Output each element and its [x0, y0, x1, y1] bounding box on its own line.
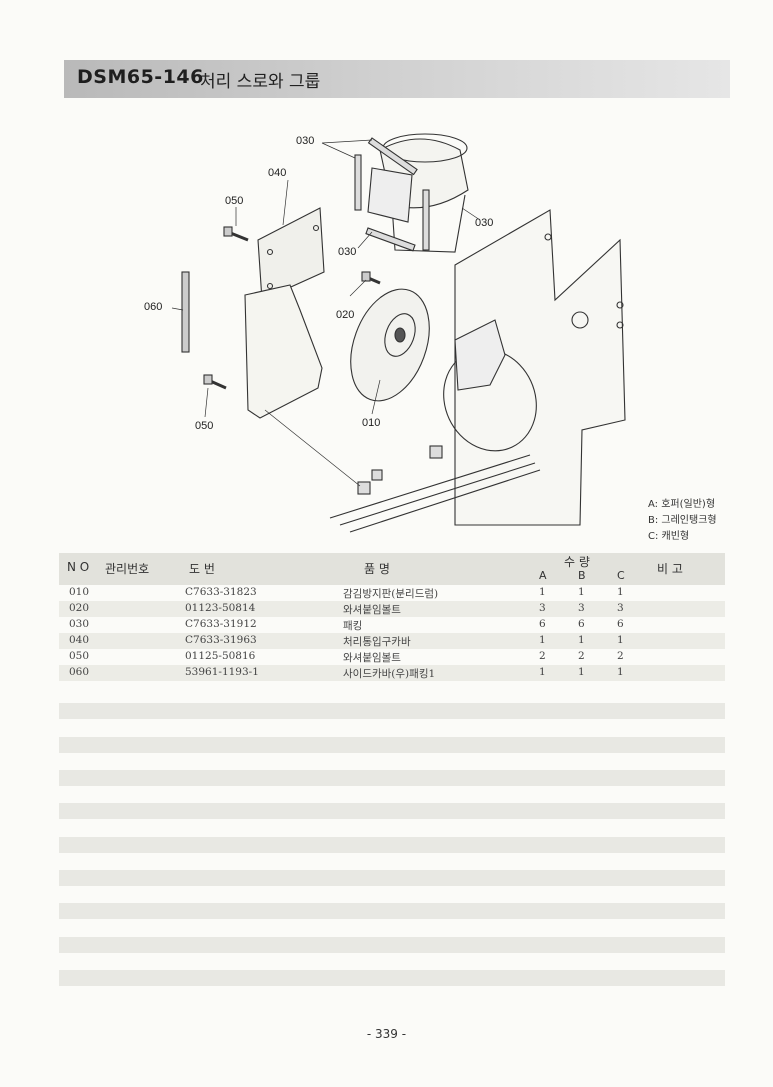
legend-a: A: 호퍼(일반)형 [648, 499, 716, 510]
side-cover-packing [181, 271, 190, 353]
parts-table-header: N O 관리번호 도 번 품 명 수 량 A B C 비 고 [59, 553, 725, 585]
table-row: 060 53961-1193-1 사이드카바(우)패킹1 1 1 1 [59, 665, 725, 681]
row-qty-a: 3 [539, 602, 546, 614]
legend-c: C: 캐빈형 [648, 531, 690, 542]
row-qty-b: 1 [578, 666, 585, 678]
housing-flap [367, 167, 413, 223]
empty-row-stripe [59, 970, 725, 986]
parts-table: N O 관리번호 도 번 품 명 수 량 A B C 비 고 010 C7633… [59, 553, 725, 681]
callout-050: 050 [225, 195, 243, 207]
row-qty-a: 1 [539, 634, 546, 646]
header-mgmt: 관리번호 [105, 562, 150, 576]
table-row: 030 C7633-31912 패킹 6 6 6 [59, 617, 725, 633]
row-no: 040 [69, 634, 90, 646]
header-name: 품 명 [364, 562, 390, 576]
row-qty-c: 1 [617, 634, 624, 646]
packing-strip [422, 189, 430, 251]
empty-row-stripe [59, 837, 725, 853]
title-name: 처리 스로와 그룹 [200, 72, 321, 92]
title-code: DSM65-146 [77, 66, 204, 88]
row-no: 050 [69, 650, 90, 662]
row-no: 010 [69, 586, 90, 598]
callout-030: 030 [338, 246, 356, 258]
empty-row-stripe [59, 737, 725, 753]
callout-040: 040 [268, 167, 286, 179]
row-drawing: 01125-50816 [185, 650, 256, 662]
header-qty: 수 량 [564, 555, 590, 569]
row-qty-a: 6 [539, 618, 546, 630]
callout-030: 030 [296, 135, 314, 147]
header-b: B [578, 569, 586, 582]
row-qty-b: 2 [578, 650, 585, 662]
leader-lines [171, 139, 481, 487]
inlet-chute [244, 284, 323, 419]
callout-060: 060 [144, 301, 162, 313]
row-qty-c: 3 [617, 602, 624, 614]
row-no: 020 [69, 602, 90, 614]
table-row: 010 C7633-31823 감김방지판(분리드럼) 1 1 1 [59, 585, 725, 601]
packing-strip [367, 137, 418, 176]
empty-row-stripe [59, 703, 725, 719]
row-no: 060 [69, 666, 90, 678]
empty-row-stripe [59, 803, 725, 819]
table-row: 020 01123-50814 와셔붙임볼트 3 3 3 [59, 601, 725, 617]
row-drawing: 53961-1193-1 [185, 666, 259, 678]
callout-020: 020 [336, 309, 354, 321]
legend-b: B: 그레인탱크형 [648, 515, 717, 526]
row-name: 와셔붙임볼트 [343, 604, 401, 616]
inlet-cover-plate [257, 207, 325, 301]
row-qty-c: 1 [617, 666, 624, 678]
empty-row-stripe [59, 870, 725, 886]
model-legend: A: 호퍼(일반)형 B: 그레인탱크형 C: 캐빈형 [648, 497, 717, 545]
row-qty-c: 1 [617, 586, 624, 598]
wrap-guard-plate [350, 288, 430, 402]
header-drawing: 도 번 [189, 562, 215, 576]
row-qty-b: 3 [578, 602, 585, 614]
row-drawing: C7633-31912 [185, 618, 257, 630]
header-a: A [539, 569, 547, 582]
table-row: 040 C7633-31963 처리통입구카바 1 1 1 [59, 633, 725, 649]
callout-050: 050 [195, 420, 213, 432]
row-qty-b: 1 [578, 634, 585, 646]
row-drawing: 01123-50814 [185, 602, 256, 614]
header-no: N O [67, 560, 90, 574]
row-name: 패킹 [343, 620, 363, 632]
row-drawing: C7633-31963 [185, 634, 257, 646]
header-remark: 비 고 [657, 562, 683, 576]
empty-row-stripe [59, 937, 725, 953]
table-row: 050 01125-50816 와셔붙임볼트 2 2 2 [59, 649, 725, 665]
packing-strip [365, 227, 416, 252]
row-drawing: C7633-31823 [185, 586, 257, 598]
title-bar: DSM65-146 처리 스로와 그룹 [64, 60, 730, 98]
callout-030: 030 [475, 217, 493, 229]
callout-010: 010 [362, 417, 380, 429]
row-qty-a: 1 [539, 666, 546, 678]
row-name: 사이드카바(우)패킹1 [343, 668, 436, 680]
row-name: 와셔붙임볼트 [343, 652, 401, 664]
row-name: 처리통입구카바 [343, 636, 411, 648]
exploded-parts-diagram: 030 040 050 060 030 030 020 010 050 [144, 133, 626, 533]
panel-hole [571, 311, 589, 329]
bottom-rail [329, 454, 541, 533]
row-qty-a: 1 [539, 586, 546, 598]
page-number: - 339 - [366, 1027, 407, 1041]
header-c: C [617, 569, 625, 582]
row-qty-b: 1 [578, 586, 585, 598]
row-no: 030 [69, 618, 90, 630]
row-qty-b: 6 [578, 618, 585, 630]
panel-bracket [454, 319, 506, 391]
row-name: 감김방지판(분리드럼) [343, 588, 439, 600]
packing-strip [354, 154, 362, 211]
row-qty-a: 2 [539, 650, 546, 662]
row-qty-c: 2 [617, 650, 624, 662]
empty-row-stripe [59, 770, 725, 786]
side-panel [454, 209, 626, 526]
row-qty-c: 6 [617, 618, 624, 630]
empty-row-stripe [59, 903, 725, 919]
